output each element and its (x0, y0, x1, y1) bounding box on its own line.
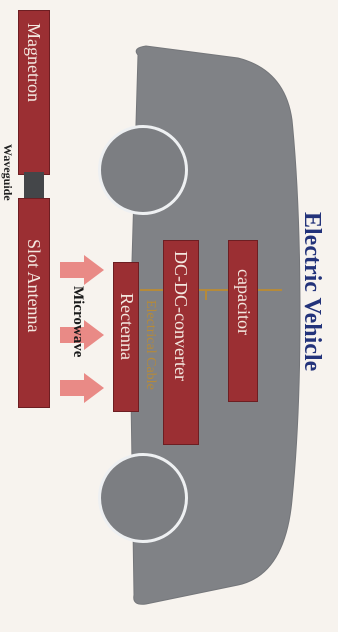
microwave-arrow-3 (60, 373, 104, 403)
rectenna-label: Rectenna (118, 293, 136, 360)
microwave-arrow-1 (60, 255, 104, 285)
dcdc-converter-box: DC-DC-converter (163, 240, 199, 445)
microwave-label: Microwave (70, 286, 85, 357)
electrical-cable-label: Electrical Cable (143, 300, 157, 390)
capacitor-label: capacitor (235, 269, 253, 335)
rectenna-box: Rectenna (113, 262, 139, 412)
capacitor-box: capacitor (228, 240, 258, 402)
diagram-title: Electric Vehicle (300, 212, 324, 371)
dcdc-converter-label: DC-DC-converter (172, 251, 190, 381)
